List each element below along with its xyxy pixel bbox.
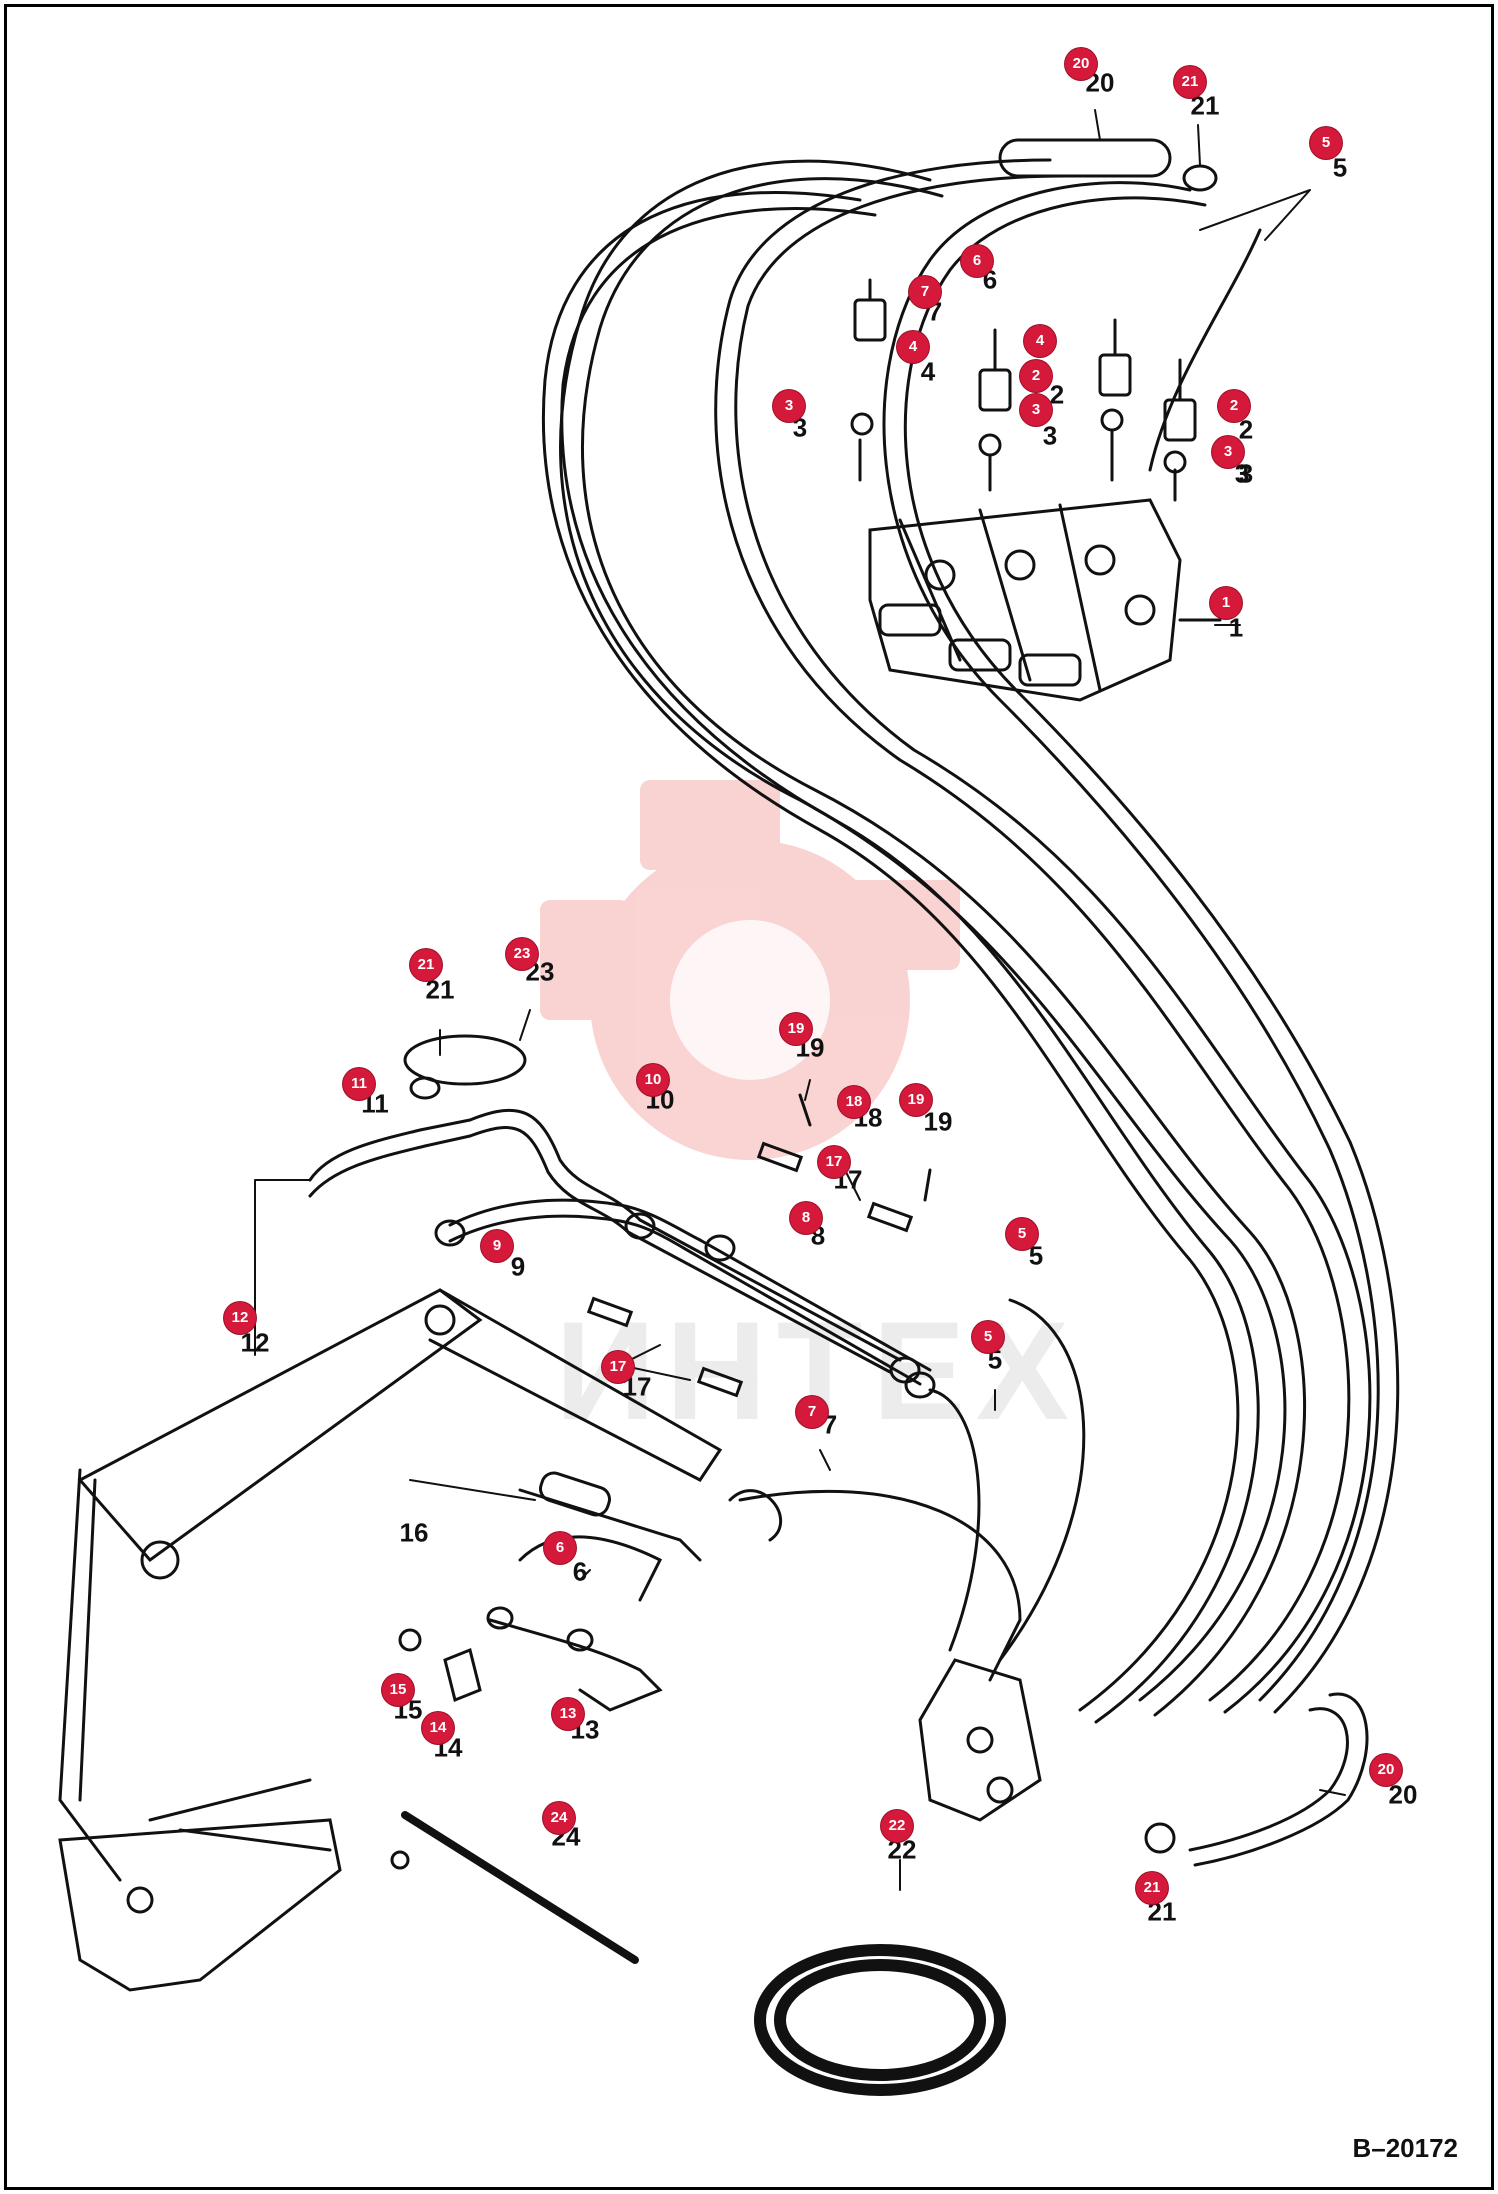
clamp-21-lower	[1144, 1822, 1176, 1854]
callout-23[interactable]: 23	[506, 938, 538, 970]
label-6-low: 6	[572, 1556, 588, 1587]
callout-24[interactable]: 24	[543, 1802, 575, 1834]
callout-17-low[interactable]: 17	[602, 1351, 634, 1383]
label-20-low: 20	[1388, 1779, 1418, 1810]
nut-15	[398, 1628, 422, 1652]
label-3-right: 3	[1238, 458, 1254, 489]
callout-4-left[interactable]: 4	[897, 331, 929, 363]
upper-fittings	[850, 278, 1197, 502]
pin-24	[401, 1811, 639, 1964]
callout-10[interactable]: 10	[637, 1064, 669, 1096]
callout-5-mid[interactable]: 5	[1006, 1218, 1038, 1250]
callout-19-left[interactable]: 19	[780, 1013, 812, 1045]
callout-19-right[interactable]: 19	[900, 1084, 932, 1116]
callout-2-right[interactable]: 2	[1218, 390, 1250, 422]
label-2-mid: 2	[1049, 379, 1065, 410]
callout-7-low[interactable]: 7	[796, 1396, 828, 1428]
callout-1[interactable]: 1	[1210, 587, 1242, 619]
callout-21-top[interactable]: 21	[1174, 66, 1206, 98]
hose-coil-22	[754, 1944, 1006, 2096]
bracket-14	[443, 1647, 482, 1703]
hose-20-upper	[998, 138, 1172, 178]
callout-20-low[interactable]: 20	[1370, 1754, 1402, 1786]
callout-11[interactable]: 11	[343, 1068, 375, 1100]
label-3-far: 3	[1234, 458, 1250, 489]
lower-manifold	[738, 1298, 1086, 1822]
clamp-21-upper	[1182, 164, 1218, 192]
callout-13[interactable]: 13	[552, 1698, 584, 1730]
callout-18[interactable]: 18	[838, 1086, 870, 1118]
callout-21-mid[interactable]: 21	[410, 949, 442, 981]
hose-20-lower	[1188, 1707, 1349, 1852]
callout-5-low[interactable]: 5	[972, 1321, 1004, 1353]
clamps	[586, 1093, 932, 1398]
callout-14[interactable]: 14	[422, 1712, 454, 1744]
label-4-left: 4	[920, 356, 936, 387]
drawing-number: B–20172	[1352, 2133, 1458, 2163]
excavator-boom	[58, 1288, 723, 1992]
callout-3-right[interactable]: 3	[1212, 436, 1244, 468]
callout-5-top[interactable]: 5	[1310, 127, 1342, 159]
label-3-mid: 3	[1042, 420, 1058, 451]
callout-22[interactable]: 22	[881, 1810, 913, 1842]
control-valve	[868, 498, 1222, 702]
callout-17-top[interactable]: 17	[818, 1146, 850, 1178]
callout-3-mid[interactable]: 3	[1020, 394, 1052, 426]
callout-15[interactable]: 15	[382, 1674, 414, 1706]
callout-21-low[interactable]: 21	[1136, 1872, 1168, 1904]
label-9: 9	[510, 1251, 526, 1282]
page-border	[4, 4, 1494, 2190]
callout-8[interactable]: 8	[790, 1202, 822, 1234]
callout-9[interactable]: 9	[481, 1230, 513, 1262]
boom-tubes	[308, 1034, 936, 1399]
label-5-mid: 5	[1028, 1240, 1044, 1271]
callout-4-mid[interactable]: 4	[1024, 325, 1056, 357]
label-1: 1	[1228, 612, 1244, 643]
label-16: 16	[399, 1517, 429, 1548]
callout-2-mid[interactable]: 2	[1020, 360, 1052, 392]
callout-6-top[interactable]: 6	[961, 245, 993, 277]
callout-20-top[interactable]: 20	[1065, 48, 1097, 80]
label-5-top: 5	[1332, 152, 1348, 183]
label-19-right: 19	[923, 1106, 953, 1137]
arm-tubes	[486, 1471, 783, 1712]
callout-12[interactable]: 12	[224, 1302, 256, 1334]
callout-7-top[interactable]: 7	[909, 276, 941, 308]
label-2-right: 2	[1238, 414, 1254, 445]
callout-6-low[interactable]: 6	[544, 1532, 576, 1564]
hose-bundle	[541, 158, 1400, 1724]
callout-3-left[interactable]: 3	[773, 390, 805, 422]
